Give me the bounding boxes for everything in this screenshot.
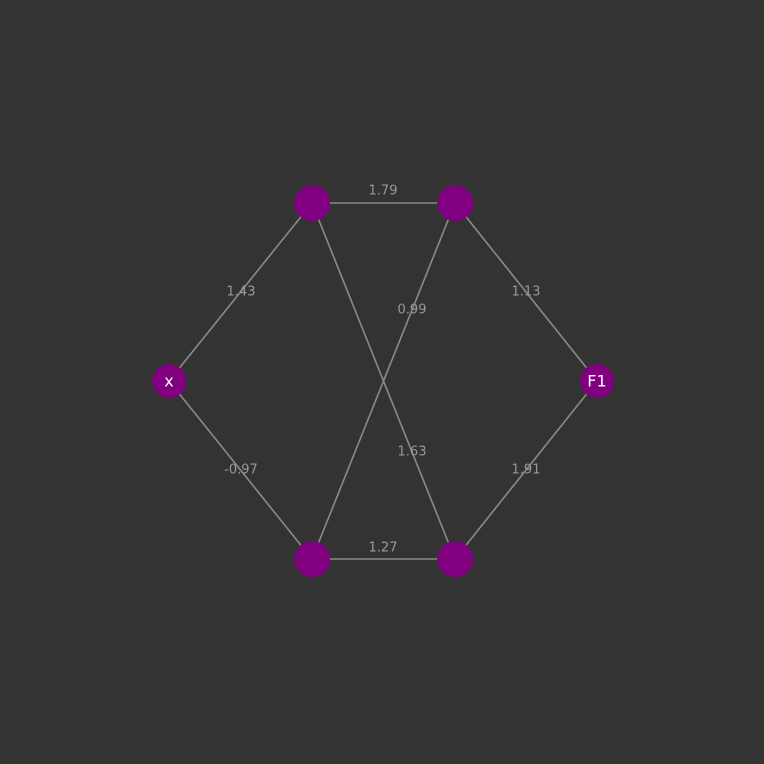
node-x[interactable]: x xyxy=(152,364,186,398)
edge-b-f1 xyxy=(454,202,598,382)
edge-labels-layer: 1.43 -0.97 1.79 1.63 0.99 1.27 1.13 1.91 xyxy=(224,184,540,556)
node-circle-a[interactable] xyxy=(294,185,330,221)
edges-layer xyxy=(168,202,598,560)
edge-weight-label-b-f1: 1.13 xyxy=(512,285,541,300)
edge-weight-label-x-a: 1.43 xyxy=(227,285,256,300)
node-d[interactable] xyxy=(437,541,473,577)
edge-weight-label-a-d: 1.63 xyxy=(398,445,427,460)
edge-c-b xyxy=(311,202,456,560)
node-circle-x[interactable] xyxy=(152,364,186,398)
nodes-layer: x F1 xyxy=(152,185,614,577)
edge-x-c xyxy=(168,380,313,560)
node-a[interactable] xyxy=(294,185,330,221)
edge-x-a xyxy=(168,202,313,382)
node-b[interactable] xyxy=(437,185,473,221)
node-f1[interactable]: F1 xyxy=(580,364,614,398)
node-circle-d[interactable] xyxy=(437,541,473,577)
edge-weight-label-x-c: -0.97 xyxy=(224,463,258,478)
edge-weight-label-a-b: 1.79 xyxy=(369,184,398,199)
node-c[interactable] xyxy=(294,541,330,577)
node-label-f1: F1 xyxy=(587,372,606,391)
edge-d-f1 xyxy=(454,380,598,560)
edge-weight-label-d-f1: 1.91 xyxy=(512,463,541,478)
node-circle-c[interactable] xyxy=(294,541,330,577)
edge-weight-label-c-d: 1.27 xyxy=(369,541,398,556)
node-circle-f1[interactable] xyxy=(580,364,614,398)
node-label-x: x xyxy=(164,372,173,391)
edge-weight-label-c-b: 0.99 xyxy=(398,303,427,318)
node-circle-b[interactable] xyxy=(437,185,473,221)
